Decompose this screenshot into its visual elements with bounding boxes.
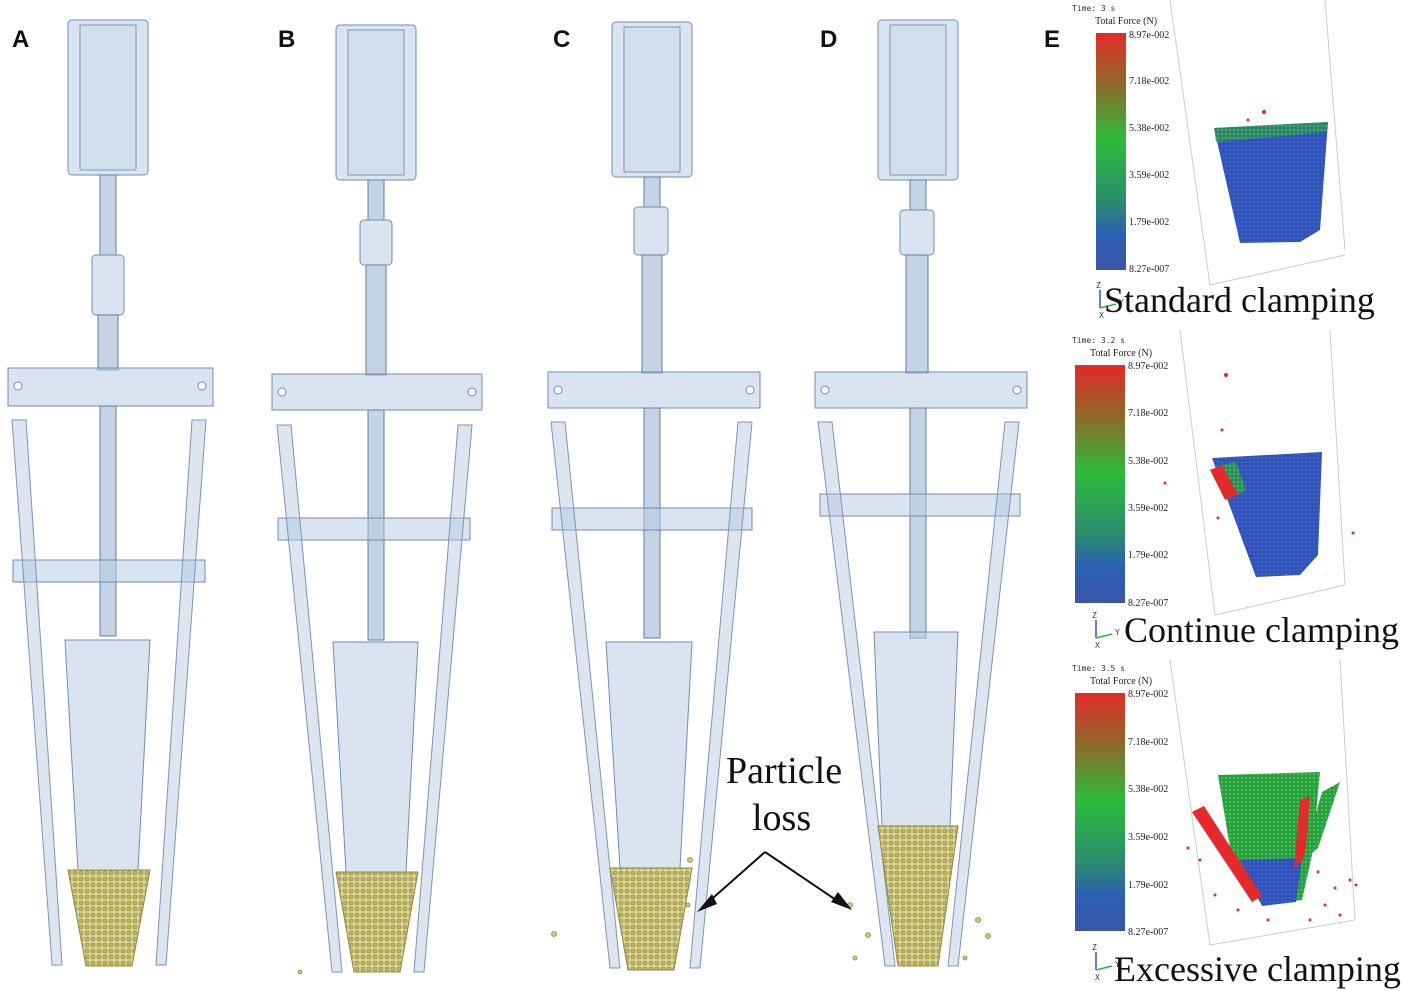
- legend-tick: 7.18e-002: [1128, 408, 1168, 419]
- legend-tick: 7.18e-002: [1128, 737, 1168, 748]
- sim-time: Time: 3.5 s: [1072, 664, 1125, 673]
- deformed-right-clump: [1294, 796, 1310, 868]
- panel-letter-d: D: [820, 26, 837, 53]
- panel-letter-e: E: [1044, 26, 1060, 53]
- axis-triad: Z Y X: [1092, 943, 1120, 982]
- legend-title: Total Force (N): [1090, 348, 1152, 359]
- lower-crossbar: [12, 559, 206, 583]
- legend-tick: 8.97e-002: [1128, 689, 1168, 700]
- upper-rod: [97, 314, 119, 371]
- legend-tick: 5.38e-002: [1128, 784, 1168, 795]
- svg-text:X: X: [1099, 311, 1104, 320]
- gripper-c: [547, 21, 761, 971]
- color-scale-bar: [1075, 693, 1125, 931]
- pivot-left: [13, 381, 23, 391]
- cylinder-inner: [79, 24, 137, 171]
- panel-letter-b: B: [278, 26, 295, 53]
- sim-time: Time: 3.2 s: [1072, 336, 1125, 345]
- svg-text:Y: Y: [1119, 298, 1124, 307]
- simulation-excessive: Time: 3.5 s Total Force (N) 8.97e-002 7.…: [1072, 659, 1401, 989]
- legend-tick: 3.59e-002: [1129, 170, 1169, 181]
- center-rod: [99, 405, 117, 637]
- legend-tick: 5.38e-002: [1129, 123, 1169, 134]
- legend-tick: 8.97e-002: [1129, 30, 1169, 41]
- center-block: [64, 639, 151, 871]
- right-link: [155, 419, 207, 966]
- legend-tick: 1.79e-002: [1128, 880, 1168, 891]
- axis-triad: Z Y X: [1092, 611, 1120, 650]
- svg-text:Z: Z: [1092, 611, 1097, 620]
- annotation-arrows: [697, 851, 852, 912]
- caption-continue-clamping: Continue clamping: [1124, 610, 1399, 650]
- legend-tick: 8.27e-007: [1128, 927, 1168, 938]
- legend-tick: 7.18e-002: [1129, 76, 1169, 87]
- simulation-standard: Time: 3 s Total Force (N) 8.97e-002 7.18…: [1072, 0, 1375, 320]
- axis-triad: Z Y X: [1096, 281, 1124, 320]
- coupling: [91, 254, 125, 316]
- legend-tick: 3.59e-002: [1128, 503, 1168, 514]
- svg-text:Y: Y: [1115, 960, 1120, 969]
- simulation-continue: Time: 3.2 s Total Force (N) 8.97e-002 7.…: [1072, 329, 1399, 650]
- color-scale-bar: [1096, 33, 1126, 270]
- color-scale-bar: [1075, 365, 1125, 603]
- svg-text:Y: Y: [1115, 628, 1120, 637]
- svg-text:X: X: [1095, 641, 1100, 650]
- panel-letter-c: C: [553, 26, 570, 53]
- deformed-left-clump: [1192, 806, 1262, 902]
- scattered-red-particles: [1186, 846, 1358, 922]
- caption-standard-clamping: Standard clamping: [1104, 280, 1375, 320]
- legend-tick: 8.97e-002: [1128, 361, 1168, 372]
- gripper-a: [7, 19, 214, 967]
- legend-tick: 1.79e-002: [1128, 550, 1168, 561]
- piston-rod: [99, 174, 117, 256]
- particle-block: [1214, 122, 1328, 243]
- caption-excessive-clamping: Excessive clamping: [1114, 949, 1401, 989]
- legend-title: Total Force (N): [1090, 676, 1152, 687]
- legend-tick: 8.27e-007: [1128, 598, 1168, 609]
- gripper-d: [814, 19, 1028, 967]
- legend-tick: 1.79e-002: [1129, 217, 1169, 228]
- gripper-b: [271, 24, 483, 973]
- top-crossbar: [7, 367, 214, 407]
- sim-time: Time: 3 s: [1072, 4, 1116, 13]
- bounding-box-lines: [1179, 329, 1346, 616]
- svg-text:Z: Z: [1092, 943, 1097, 952]
- arrow-left: [704, 851, 766, 906]
- annotation-line1: Particle: [726, 750, 842, 792]
- legend-title: Total Force (N): [1095, 16, 1157, 27]
- legend-tick: 8.27e-007: [1129, 264, 1169, 275]
- panel-letter-a: A: [12, 26, 29, 53]
- annotation-line2: loss: [752, 797, 811, 839]
- pivot-right: [197, 381, 207, 391]
- svg-text:X: X: [1095, 973, 1100, 982]
- arrow-right: [764, 851, 843, 905]
- bounding-box-lines: [1169, 0, 1346, 286]
- svg-text:Z: Z: [1096, 281, 1101, 290]
- bounding-box-lines: [1169, 659, 1356, 946]
- legend-tick: 3.59e-002: [1128, 832, 1168, 843]
- left-link: [11, 419, 63, 966]
- particle-pile: [67, 869, 151, 967]
- lost-particles: [297, 857, 991, 975]
- legend-tick: 5.38e-002: [1128, 456, 1168, 467]
